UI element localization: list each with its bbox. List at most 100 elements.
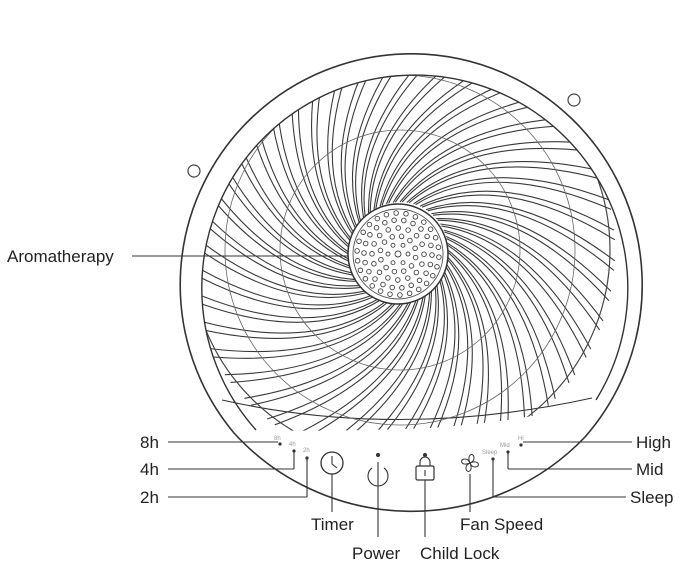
aromatherapy-label: Aromatherapy: [7, 247, 114, 266]
grill-blade: [201, 296, 392, 334]
grill-blade: [415, 181, 612, 210]
grill-blade: [421, 194, 616, 241]
panel-label-2h: 2h: [303, 448, 310, 454]
hub-hole: [380, 281, 386, 288]
panel-label-4h: 4h: [289, 442, 296, 448]
panel-label-sleep: Sleep: [482, 450, 498, 456]
grill-blade: [351, 75, 412, 225]
hub-hole: [429, 252, 435, 258]
hub-hole: [419, 241, 425, 247]
hub-hole: [390, 242, 396, 248]
hub-hole: [421, 251, 427, 257]
grill-blade: [344, 75, 391, 229]
hub-hole: [400, 260, 406, 266]
hub-center-hole: [394, 250, 402, 258]
hub-hole: [428, 242, 434, 249]
grill-blade: [436, 218, 604, 322]
grill-blade: [419, 190, 615, 231]
grill-blade: [369, 75, 481, 213]
hub-hole: [356, 238, 362, 244]
grill-blade: [328, 286, 432, 431]
hub-hole: [412, 245, 418, 252]
grill-blade: [440, 223, 592, 350]
hub-hole: [367, 232, 373, 238]
hub-hole: [412, 214, 419, 220]
panel-label-mid: Mid: [500, 443, 510, 449]
grill-blade: [440, 265, 469, 431]
hub-hole: [390, 260, 396, 266]
hub-hole: [360, 229, 366, 236]
hub-hole: [395, 225, 401, 231]
mid-label: Mid: [636, 460, 663, 479]
hub-hole: [381, 239, 388, 245]
timer-label: Timer: [311, 515, 354, 534]
hub-hole: [366, 268, 372, 275]
grill-blade: [201, 229, 373, 295]
grill-blade: [419, 269, 460, 431]
hub-hole: [391, 268, 398, 275]
grill-blade: [427, 205, 615, 271]
grill-blade: [274, 293, 421, 426]
hub-hole: [366, 221, 373, 228]
grill-blade: [224, 297, 406, 376]
hub-hole: [369, 283, 375, 289]
hub-hole: [389, 234, 396, 240]
grill-blade: [355, 75, 421, 223]
hub-hole: [383, 264, 389, 271]
grill-blade: [251, 295, 415, 406]
grill-blade: [425, 201, 616, 262]
grill-blade: [447, 251, 503, 431]
timer-clock-icon[interactable]: [320, 451, 344, 475]
timer-8h-label: 8h: [140, 433, 159, 452]
child-lock-label: Child Lock: [420, 544, 500, 563]
grill-blade: [201, 269, 381, 310]
fan-speed-icon[interactable]: [461, 454, 479, 472]
grill-blade: [230, 297, 408, 383]
hub-hole: [435, 244, 442, 250]
hub-hole: [397, 292, 403, 298]
grill-blade: [379, 277, 445, 431]
fan-grill: [201, 75, 616, 431]
hub-hole: [378, 256, 384, 263]
hub-hole: [436, 254, 442, 260]
hub-hole: [376, 269, 383, 276]
hub-hole: [408, 282, 414, 289]
grill-blade: [201, 238, 375, 299]
grill-blade: [300, 290, 427, 431]
grill-blade: [201, 297, 394, 339]
hub-hole: [410, 220, 416, 227]
high-label: High: [636, 433, 671, 452]
timer-2h-label: 2h: [140, 488, 159, 507]
hub-hole: [373, 224, 380, 231]
hub-hole: [385, 275, 391, 281]
grill-blade: [444, 231, 570, 384]
child-lock-icon[interactable]: [415, 453, 435, 481]
hub-hole: [362, 259, 368, 266]
grill-blade: [401, 147, 592, 203]
hub-hole: [354, 258, 361, 264]
hub-hole: [415, 286, 422, 293]
grill-blade: [441, 225, 587, 358]
grill-blade: [447, 249, 509, 431]
hub-hole: [432, 234, 439, 241]
grill-blade: [373, 75, 500, 210]
hub-hole: [400, 268, 407, 274]
grill-blade: [319, 287, 431, 431]
sleep-label: Sleep: [630, 488, 673, 507]
hub-hole: [405, 275, 411, 281]
hub-hole: [413, 269, 420, 276]
timer-indicators: 8h 4h 2h: [274, 436, 310, 460]
hub-hole: [376, 232, 383, 239]
hub-hole: [369, 251, 375, 257]
grill-blade: [447, 256, 489, 431]
hub-hole: [406, 290, 413, 297]
grill-blade: [201, 208, 369, 289]
grill-blade: [406, 161, 600, 203]
hub-hole: [401, 217, 407, 224]
hub-hole: [427, 261, 434, 268]
grill-blade: [446, 258, 484, 431]
grill-blade: [340, 75, 381, 231]
hub-hole: [408, 263, 415, 269]
hub-hole: [430, 272, 436, 279]
